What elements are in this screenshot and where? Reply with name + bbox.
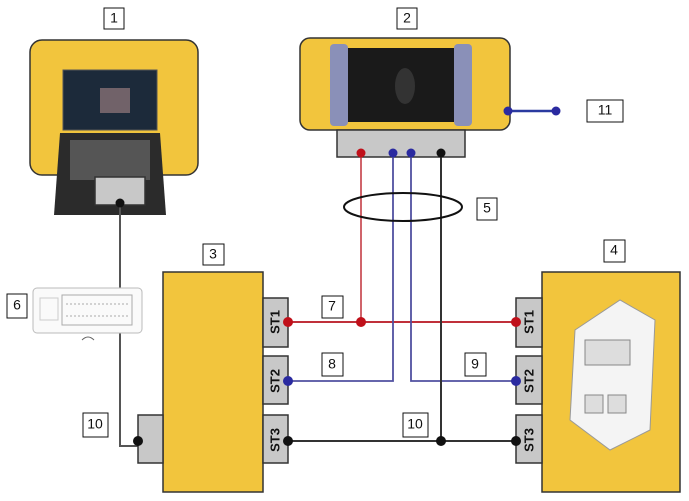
callout-1: 1 <box>110 10 118 26</box>
callout-6: 6 <box>13 297 21 313</box>
interface-connector <box>336 129 466 158</box>
callout-2: 2 <box>403 10 411 26</box>
unit3-st1-label: ST1 <box>267 310 282 334</box>
callout-10-left: 10 <box>87 416 103 432</box>
ecu-module-icon <box>569 299 656 451</box>
callout-9: 9 <box>471 356 479 372</box>
callout-8: 8 <box>328 356 336 372</box>
callouts <box>6 7 626 438</box>
callout-4: 4 <box>610 242 618 258</box>
unit3-st3-label: ST3 <box>267 428 282 452</box>
callout-7: 7 <box>328 298 336 314</box>
unit3-port-st2 <box>262 355 289 405</box>
unit4-st2-label: ST2 <box>521 369 536 393</box>
unit4-st3-label: ST3 <box>521 428 536 452</box>
control-unit-4: ST1 ST2 ST3 <box>515 271 681 493</box>
callout-10-right: 10 <box>407 416 423 432</box>
cable-bundle-ellipse <box>343 192 463 222</box>
connection-dots <box>115 106 561 446</box>
interface-device-icon <box>330 44 472 126</box>
control-unit-3: ST1 ST2 ST3 <box>137 271 289 493</box>
blue-wire-st2-right <box>410 153 516 382</box>
callout-11: 11 <box>598 102 613 118</box>
callout-5: 5 <box>483 200 491 216</box>
diagnostic-interface-unit <box>299 37 511 158</box>
callout-3: 3 <box>209 246 217 262</box>
unit3-port-st1 <box>262 297 289 348</box>
obd-connector-icon <box>32 287 143 341</box>
blue-wire-st2-left <box>288 153 394 382</box>
unit3-st2-label: ST2 <box>267 369 282 393</box>
wires <box>119 109 556 447</box>
unit4-st1-label: ST1 <box>521 310 536 334</box>
laptop-unit <box>29 39 199 215</box>
